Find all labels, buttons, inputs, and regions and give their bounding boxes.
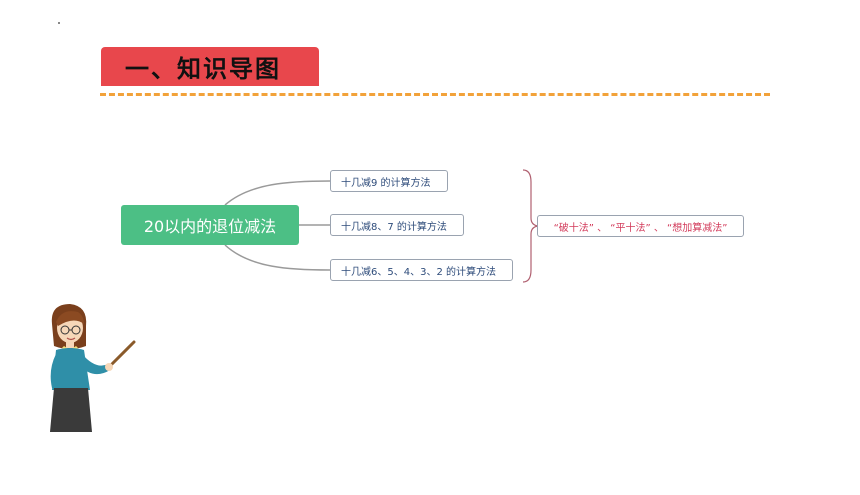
connector-branch-1 bbox=[224, 180, 331, 206]
section-title-banner: 一、知识导图 bbox=[101, 47, 319, 86]
section-title: 一、知识导图 bbox=[125, 54, 281, 83]
dashed-divider bbox=[100, 93, 770, 96]
corner-dot bbox=[58, 22, 60, 24]
connector-branch-3 bbox=[224, 244, 331, 271]
summary-brace bbox=[522, 169, 539, 283]
mindmap-summary-node: “破十法” 、 “平十法” 、 “想加算减法” bbox=[537, 215, 744, 237]
teacher-illustration bbox=[50, 304, 136, 432]
mindmap-branch-1: 十几减9 的计算方法 bbox=[330, 170, 448, 192]
mindmap-root-node: 20以内的退位减法 bbox=[121, 205, 299, 245]
mindmap-branch-3: 十几减6、5、4、3、2 的计算方法 bbox=[330, 259, 513, 281]
mindmap-branch-2: 十几减8、7 的计算方法 bbox=[330, 214, 464, 236]
